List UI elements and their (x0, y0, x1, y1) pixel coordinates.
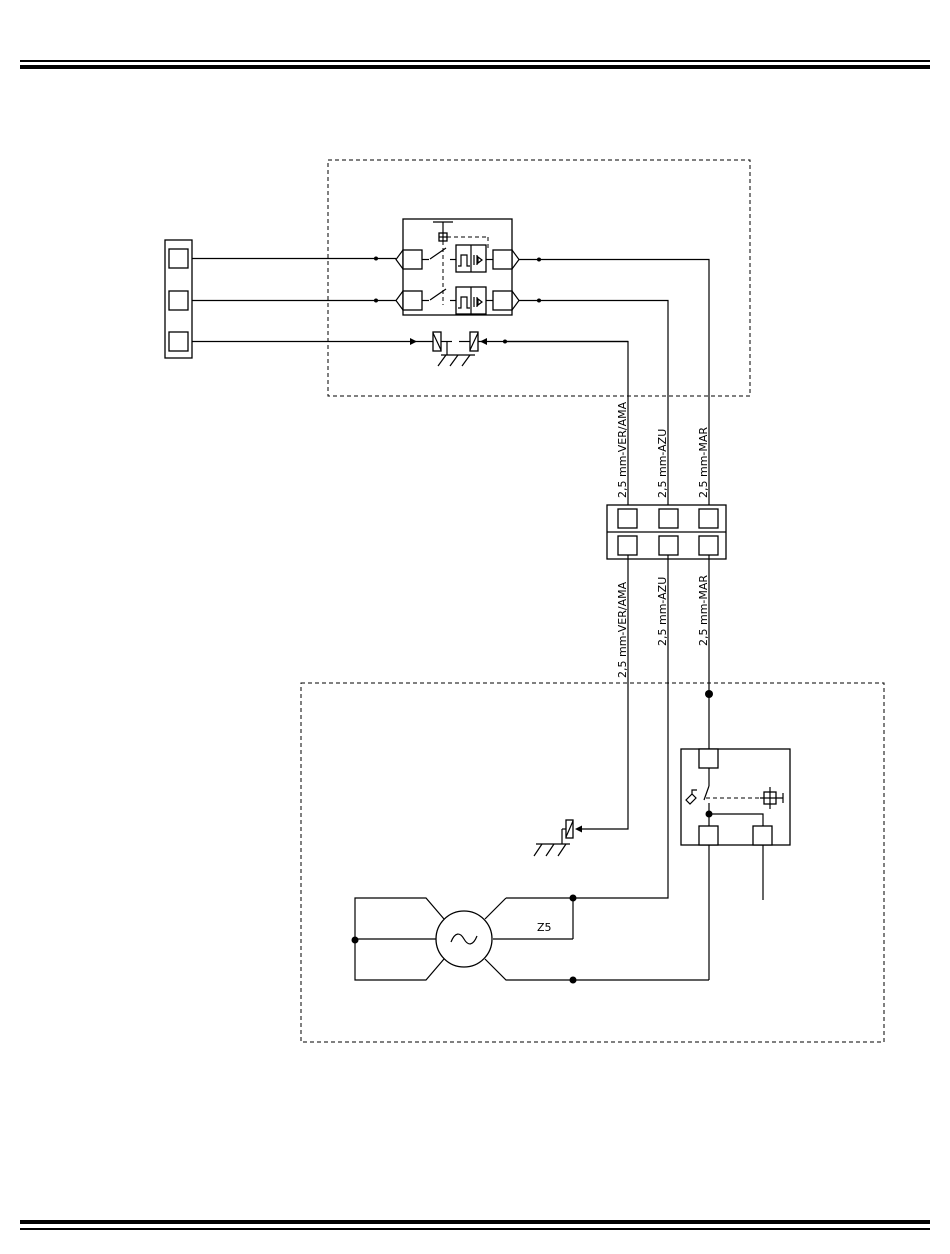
lower-enclosure (301, 683, 884, 1042)
header-rule (20, 61, 930, 67)
wire-label-top-left: 2,5 mm-VER/AMA (616, 401, 629, 498)
ground-terminal-lower (534, 820, 582, 856)
middle-connector (607, 505, 726, 559)
wire-label-top-right: 2,5 mm-MAR (697, 427, 710, 498)
wire-label-bottom-mid: 2,5 mm-AZU (656, 577, 669, 646)
upper-enclosure (328, 160, 750, 396)
lower-wires (506, 555, 713, 898)
z5-label: Z5 (537, 921, 552, 934)
wire-label-top-mid: 2,5 mm-AZU (656, 429, 669, 498)
motor-symbol (352, 895, 710, 984)
wire-label-bottom-left: 2,5 mm-VER/AMA (616, 581, 629, 678)
wire-label-bottom-right: 2,5 mm-MAR (697, 575, 710, 646)
footer-rule (20, 1222, 930, 1229)
switch-module (396, 219, 519, 315)
left-connector (165, 240, 192, 358)
sensor-switch-module (681, 749, 790, 980)
ground-terminal-upper (192, 332, 628, 366)
